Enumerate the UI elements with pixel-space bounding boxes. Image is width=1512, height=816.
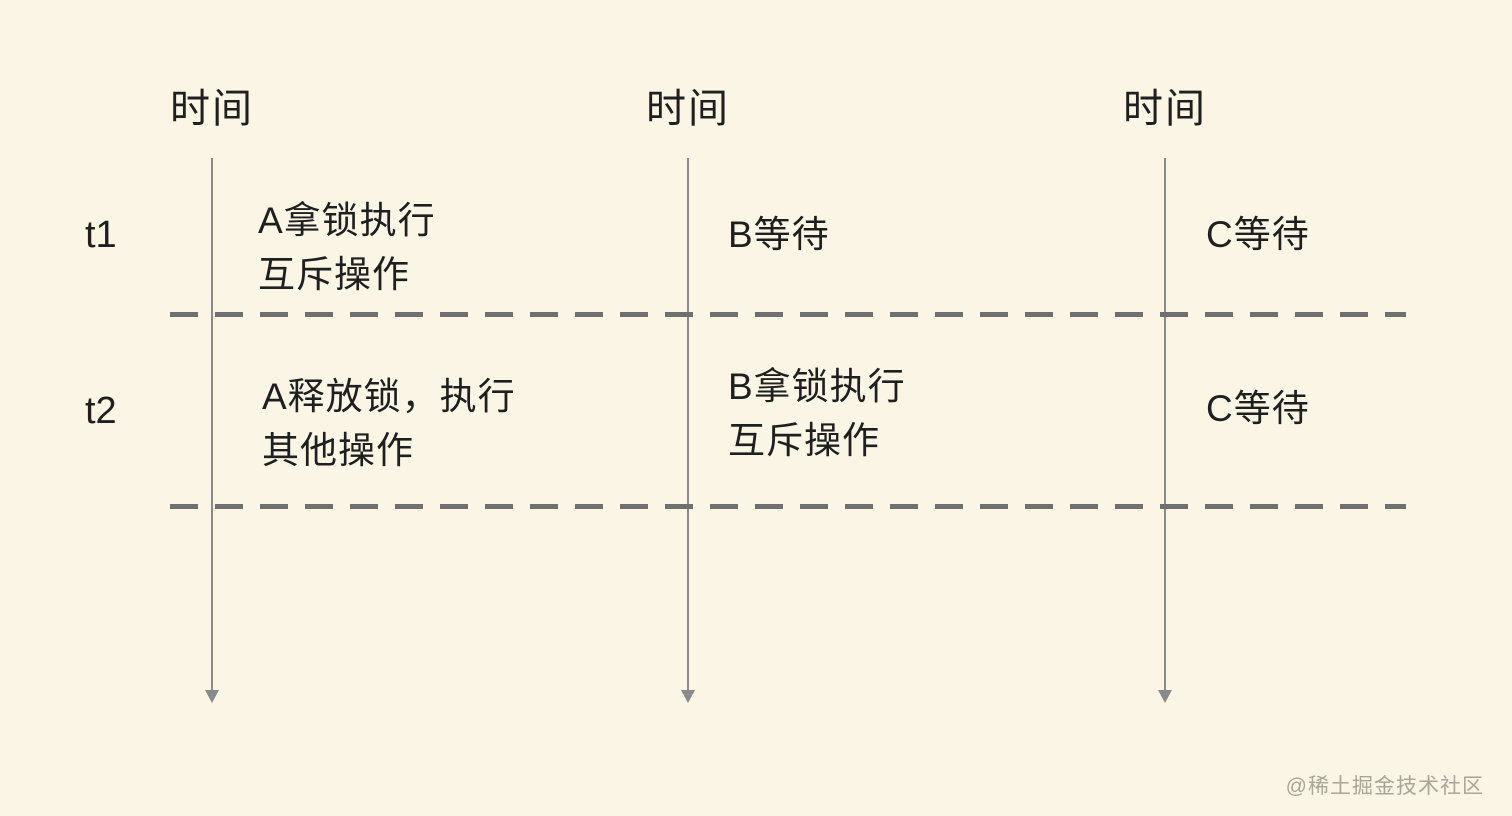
time-row-label-t2: t2: [85, 390, 117, 432]
timeline-line-2: [687, 158, 689, 690]
dashed-divider-1: [170, 312, 1406, 317]
arrow-down-icon: [1158, 690, 1172, 703]
event-t1-thread-a: A拿锁执行 互斥操作: [258, 200, 436, 295]
event-t2-thread-c: C等待: [1206, 388, 1310, 429]
arrow-down-icon: [681, 690, 695, 703]
event-t2-thread-a: A释放锁，执行 其他操作: [262, 376, 516, 471]
event-t2-thread-b: B拿锁执行 互斥操作: [728, 366, 906, 461]
timeline-line-3: [1164, 158, 1166, 690]
time-axis-label-3: 时间: [1123, 87, 1207, 131]
arrow-down-icon: [205, 690, 219, 703]
dashed-divider-2: [170, 504, 1406, 509]
event-t1-thread-c: C等待: [1206, 214, 1310, 255]
time-axis-label-1: 时间: [170, 87, 254, 131]
timeline-line-1: [211, 158, 213, 690]
time-axis-label-2: 时间: [646, 87, 730, 131]
watermark: @稀土掘金技术社区: [1285, 775, 1484, 798]
event-t1-thread-b: B等待: [728, 214, 830, 255]
time-row-label-t1: t1: [85, 214, 117, 256]
